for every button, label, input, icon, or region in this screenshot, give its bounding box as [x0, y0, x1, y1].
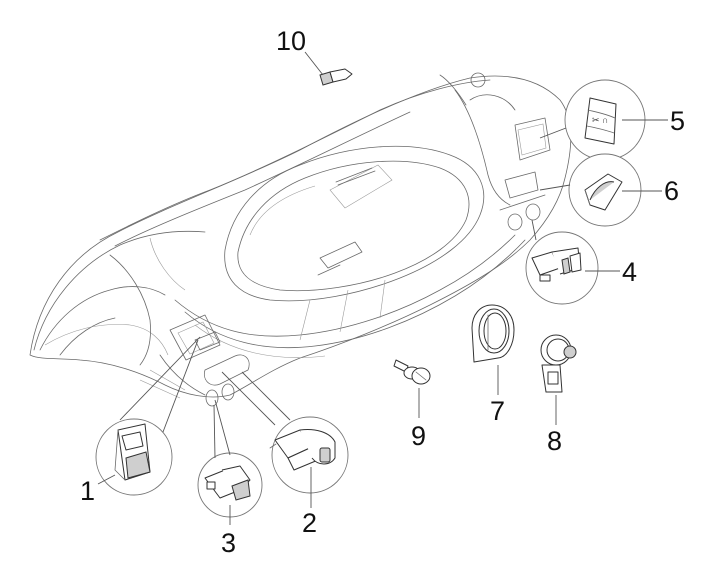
label-3: 3: [221, 528, 236, 558]
leader-line-1-b: [162, 339, 199, 433]
part-2-push-switch[interactable]: [269, 429, 336, 471]
part-5-switch-cover[interactable]: ✂ ∩: [584, 97, 617, 145]
leader-line-3-a: [213, 404, 216, 459]
leader-line-2-a: [221, 371, 276, 426]
part-1-rocker-switch[interactable]: [114, 423, 151, 481]
label-10: 10: [276, 26, 306, 56]
leader-line-5-a: [539, 127, 567, 139]
leader-line-1-a: [119, 336, 201, 421]
label-7: 7: [490, 396, 505, 426]
label-1: 1: [80, 476, 95, 506]
part-10-small-bulb[interactable]: [319, 68, 353, 86]
label-5: 5: [670, 106, 685, 136]
part-9-bulb[interactable]: [393, 359, 431, 385]
label-4: 4: [622, 257, 637, 287]
label-2: 2: [302, 508, 317, 538]
leader-line-2-b: [241, 371, 291, 421]
part-6-trim-cap[interactable]: [584, 173, 623, 211]
part-labels: 1 2 3 4 5 6 7 8 9 10: [80, 26, 685, 558]
leader-line-6-a: [539, 184, 571, 191]
part-8-bulb-socket[interactable]: [540, 334, 577, 393]
part-4-double-rocker-switch[interactable]: [531, 247, 582, 282]
part-3-push-button-switch[interactable]: [204, 465, 251, 501]
svg-text:✂ ∩: ✂ ∩: [592, 115, 609, 125]
callouts: [95, 51, 668, 525]
leader-line-3-b: [214, 399, 231, 456]
dashboard-body: [29, 72, 572, 407]
leader-line-4-a: [531, 219, 537, 241]
leader-line-1-label: [97, 474, 116, 485]
label-9: 9: [411, 421, 426, 451]
label-8: 8: [547, 426, 562, 456]
label-6: 6: [664, 176, 679, 206]
leader-line-10: [304, 51, 324, 76]
part-7-ring-bracket[interactable]: [471, 304, 515, 363]
